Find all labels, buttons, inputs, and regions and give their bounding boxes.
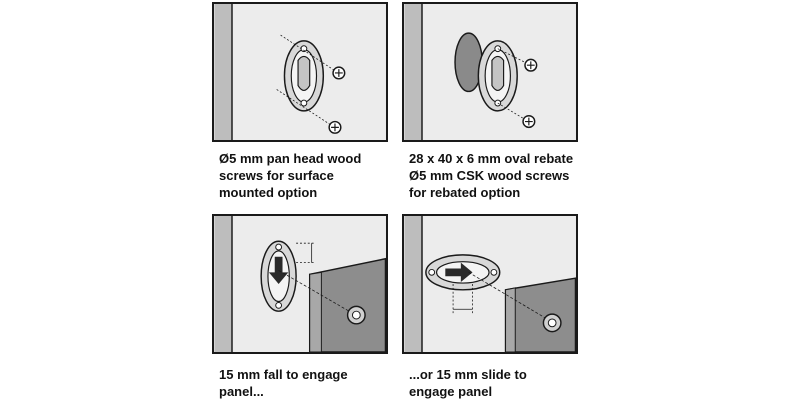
- surface-mount-svg: [214, 4, 386, 140]
- oval-bracket: [477, 40, 518, 112]
- panel-fixing-icon: [346, 305, 366, 325]
- panel-fixing-icon: [542, 313, 562, 333]
- dimension-marker: [452, 284, 473, 314]
- screw-bottom-icon: [276, 89, 342, 134]
- rebated-mount-illustration: [402, 2, 578, 142]
- rebated-mount-caption: 28 x 40 x 6 mm oval rebate Ø5 mm CSK woo…: [409, 151, 574, 200]
- wall-edge: [404, 216, 422, 352]
- fall-engage-caption: 15 mm fall to engage panel...: [219, 367, 348, 399]
- slide-engage-svg: [404, 216, 576, 352]
- slide-engage-caption: ...or 15 mm slide to engage panel: [409, 367, 527, 399]
- down-arrow-icon: [268, 256, 289, 284]
- guide-line: [468, 272, 551, 322]
- wall-edge: [214, 4, 232, 140]
- surface-mount-caption: Ø5 mm pan head wood screws for surface m…: [219, 151, 362, 200]
- csk-screw-top-icon: [497, 48, 538, 72]
- rebated-mount-svg: [404, 4, 576, 140]
- screw-top-icon: [280, 34, 346, 80]
- fall-engage-illustration: [212, 214, 388, 354]
- wall-edge: [214, 216, 232, 352]
- fall-engage-svg: [214, 216, 386, 352]
- oval-bracket: [283, 40, 325, 112]
- slide-engage-illustration: [402, 214, 578, 354]
- csk-screw-bottom-icon: [497, 102, 536, 129]
- right-arrow-icon: [445, 262, 473, 283]
- surface-mount-illustration: [212, 2, 388, 142]
- wall-edge: [404, 4, 422, 140]
